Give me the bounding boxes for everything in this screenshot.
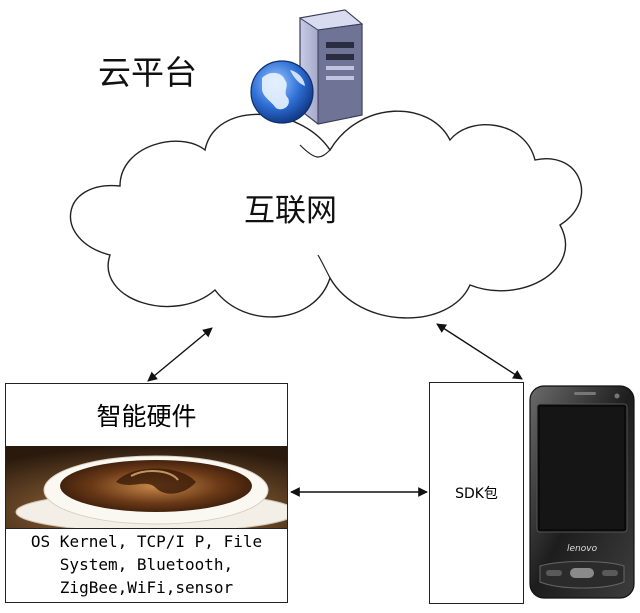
server-globe-icon bbox=[250, 9, 364, 125]
cloud-platform-label: 云平台 bbox=[98, 53, 197, 92]
smart-hardware-title: 智能硬件 bbox=[6, 384, 287, 447]
sdk-package-box: SDK包 bbox=[429, 382, 524, 604]
cloud-inner-curve bbox=[317, 254, 331, 279]
smart-hardware-box: 智能硬件 OS Kernel, TCP/I P, File Syste bbox=[5, 383, 288, 603]
internet-cloud bbox=[69, 110, 583, 319]
phone-brand: lenovo bbox=[567, 544, 598, 554]
hardware-description: OS Kernel, TCP/I P, File System, Bluetoo… bbox=[30, 532, 263, 597]
arrow-cloud-hardware bbox=[147, 327, 213, 382]
internet-label: 互联网 bbox=[244, 193, 337, 229]
sdk-label: SDK包 bbox=[455, 486, 498, 502]
coffee-cup-photo bbox=[6, 446, 287, 529]
cloud-inner-curve bbox=[299, 144, 331, 158]
arrow-cloud-phone bbox=[436, 323, 523, 380]
smartphone-icon: lenovo bbox=[529, 385, 635, 599]
